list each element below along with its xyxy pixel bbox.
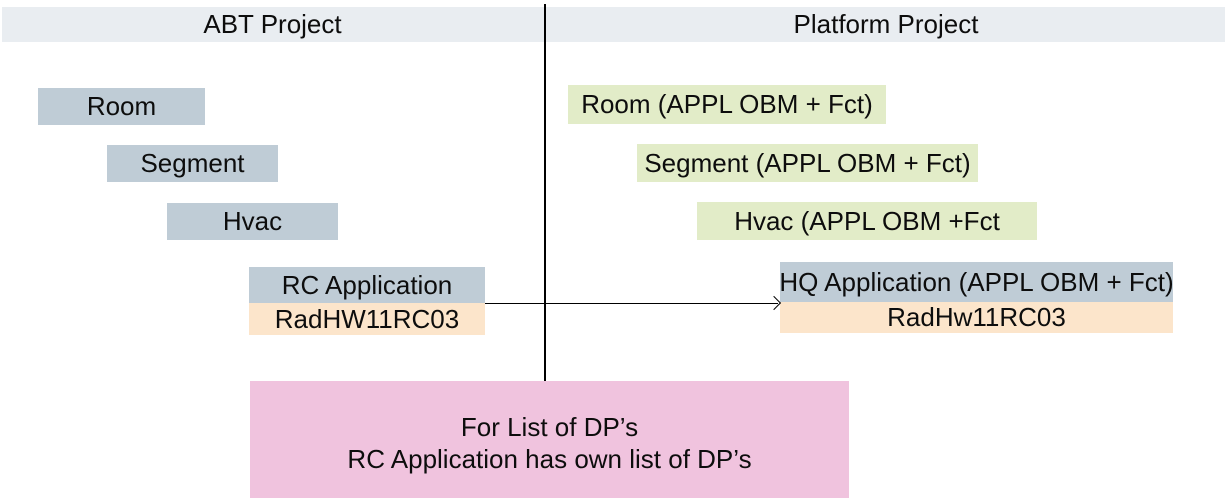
platform-hvac-box: Hvac (APPL OBM +Fct [697,202,1037,240]
arrowhead-right-icon [766,295,782,311]
platform-hq-application-box: HQ Application (APPL OBM + Fct) [779,262,1174,302]
abt-room-box: Room [38,88,205,125]
abt-project-title: ABT Project [203,9,342,39]
dp-list-note-line1: For List of DP’s [460,411,639,442]
platform-project-title: Platform Project [793,9,979,39]
dp-list-note-box: For List of DP’s RC Application has own … [250,381,849,498]
abt-radhw11rc03-box: RadHW11RC03 [249,303,485,335]
dp-list-note-line2: RC Application has own list of DP’s [347,443,752,474]
platform-segment-box: Segment (APPL OBM + Fct) [637,144,978,182]
abt-segment-box: Segment [107,145,278,182]
rc-to-hq-arrow [485,295,782,311]
abt-rc-application-box: RC Application [249,267,485,303]
platform-radhw11rc03-box: RadHw11RC03 [780,302,1173,333]
abt-hvac-box: Hvac [167,203,338,240]
platform-room-box: Room (APPL OBM + Fct) [568,85,886,124]
column-divider-line [544,4,546,381]
column-header-bar [2,7,1225,42]
